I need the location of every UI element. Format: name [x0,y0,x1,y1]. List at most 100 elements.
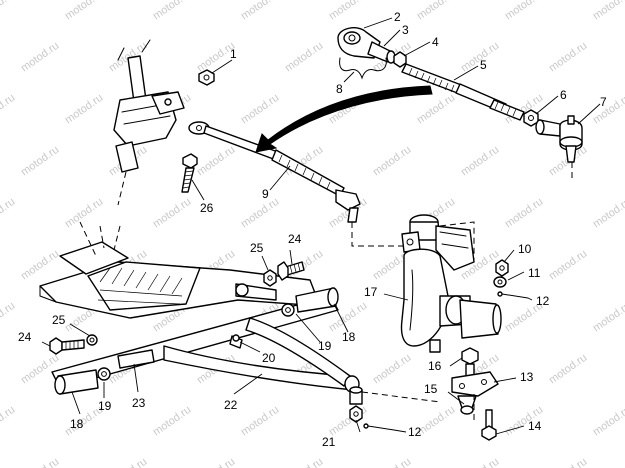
callout-8: 8 [336,82,343,96]
watermark-text: motod.ru [503,196,545,231]
watermark-text: motod.ru [283,40,325,75]
assembly-lines [361,162,573,420]
watermark-text: motod.ru [371,144,413,179]
tie-rod-5 [401,63,525,121]
brace-8 [339,57,387,80]
watermark-text: motod.ru [591,196,625,231]
frame-section [39,221,321,319]
washer-25-upper [263,269,277,287]
callout-18-upper: 18 [342,330,356,344]
callout-11: 11 [528,266,541,280]
watermark-text: motod.ru [239,0,281,22]
watermark-text: motod.ru [327,404,369,439]
watermark-text: motod.ru [63,92,105,127]
watermark-text: motod.ru [591,92,625,127]
watermark-text: motod.ru [547,40,589,75]
nut-21 [349,386,363,423]
watermark-text: motod.ru [19,40,61,75]
watermark-text: motod.ru [151,404,193,439]
watermark-text: motod.ru [547,352,589,387]
watermark-text: motod.ru [591,404,625,439]
callout-14: 14 [528,419,542,433]
callout-labels: 1 2 3 4 5 6 7 8 9 10 11 12 12 13 14 15 1… [18,10,607,449]
bolt-24-upper [277,261,305,281]
callout-5: 5 [480,58,487,72]
watermark-text: motod.ru [0,0,17,22]
callout-24-upper: 24 [288,232,302,246]
watermark-text: motod.ru [415,92,457,127]
watermark-text: motod.ru [239,92,281,127]
rod-end-7 [535,115,583,163]
watermark-text: motod.ru [371,456,413,468]
steering-column [113,39,185,206]
watermark-text: motod.ru [547,456,589,468]
nut-10 [495,259,509,277]
callout-1: 1 [230,47,237,61]
callout-17: 17 [364,285,378,299]
callout-15: 15 [424,382,438,396]
watermark-text: motod.ru [283,456,325,468]
watermark-text: motod.ru [0,196,17,231]
bolt-26 [181,153,198,193]
watermark-text: motod.ru [19,456,61,468]
cotter-pin-12-lower [363,423,395,431]
leader-lines [41,17,601,435]
watermark-text: motod.ru [0,92,17,127]
watermark-text: motod.ru [459,144,501,179]
watermark-text: motod.ru [151,0,193,22]
watermark-text: motod.ru [503,0,545,22]
watermark-text: motod.ru [0,404,17,439]
cotter-pin-12-upper [497,291,529,299]
jam-nut-4 [393,51,407,68]
watermark-text: motod.ru [19,144,61,179]
watermark-text: motod.ru [195,456,237,468]
steering-arm-13 [451,371,499,397]
spindle-17 [400,214,502,353]
bushing-18-lower [54,369,99,395]
watermark-text: motod.ru [19,248,61,283]
watermark-text: motod.ru [239,196,281,231]
watermark-text: motod.ru [327,0,369,22]
washer-19-lower [97,367,111,381]
tie-rod-9 [188,121,404,247]
callout-25-upper: 25 [250,241,264,255]
callout-19-lower: 19 [98,399,112,413]
callout-12-upper: 12 [536,294,550,308]
watermark-text: motod.ru [239,404,281,439]
callout-7: 7 [600,95,607,109]
callout-16: 16 [428,359,442,373]
callout-20: 20 [262,351,276,365]
callout-3: 3 [402,23,409,37]
watermark-text: motod.ru [0,300,17,335]
callout-6: 6 [560,88,567,102]
watermark-text: motod.ru [195,144,237,179]
washer-11 [493,276,507,288]
watermark-text: motod.ru [591,0,625,22]
callout-9: 9 [262,187,269,201]
callout-22: 22 [224,398,238,412]
bolt-24-lower [49,337,85,355]
sleeve-3 [367,41,396,64]
bolt-14 [481,409,497,441]
watermark-text: motod.ru [63,0,105,22]
a-arm-22 [51,295,360,393]
watermark-text: motod.ru [107,40,149,75]
washer-19-upper [281,303,295,317]
callout-12-lower: 12 [408,425,422,439]
callout-25-lower: 25 [52,313,66,327]
watermark-text: motod.ru [591,300,625,335]
watermark-text: motod.ru [107,456,149,468]
callout-26: 26 [200,201,214,215]
callout-2: 2 [394,10,401,24]
watermark-text: motod.ru [151,196,193,231]
callout-13: 13 [520,370,534,384]
callout-24-lower: 24 [18,330,32,344]
callout-19-upper: 19 [318,339,332,353]
bushing-18-upper [295,287,339,313]
watermark-text: motod.ru [415,0,457,22]
ball-joint-15 [457,395,477,415]
callout-4: 4 [432,35,439,49]
